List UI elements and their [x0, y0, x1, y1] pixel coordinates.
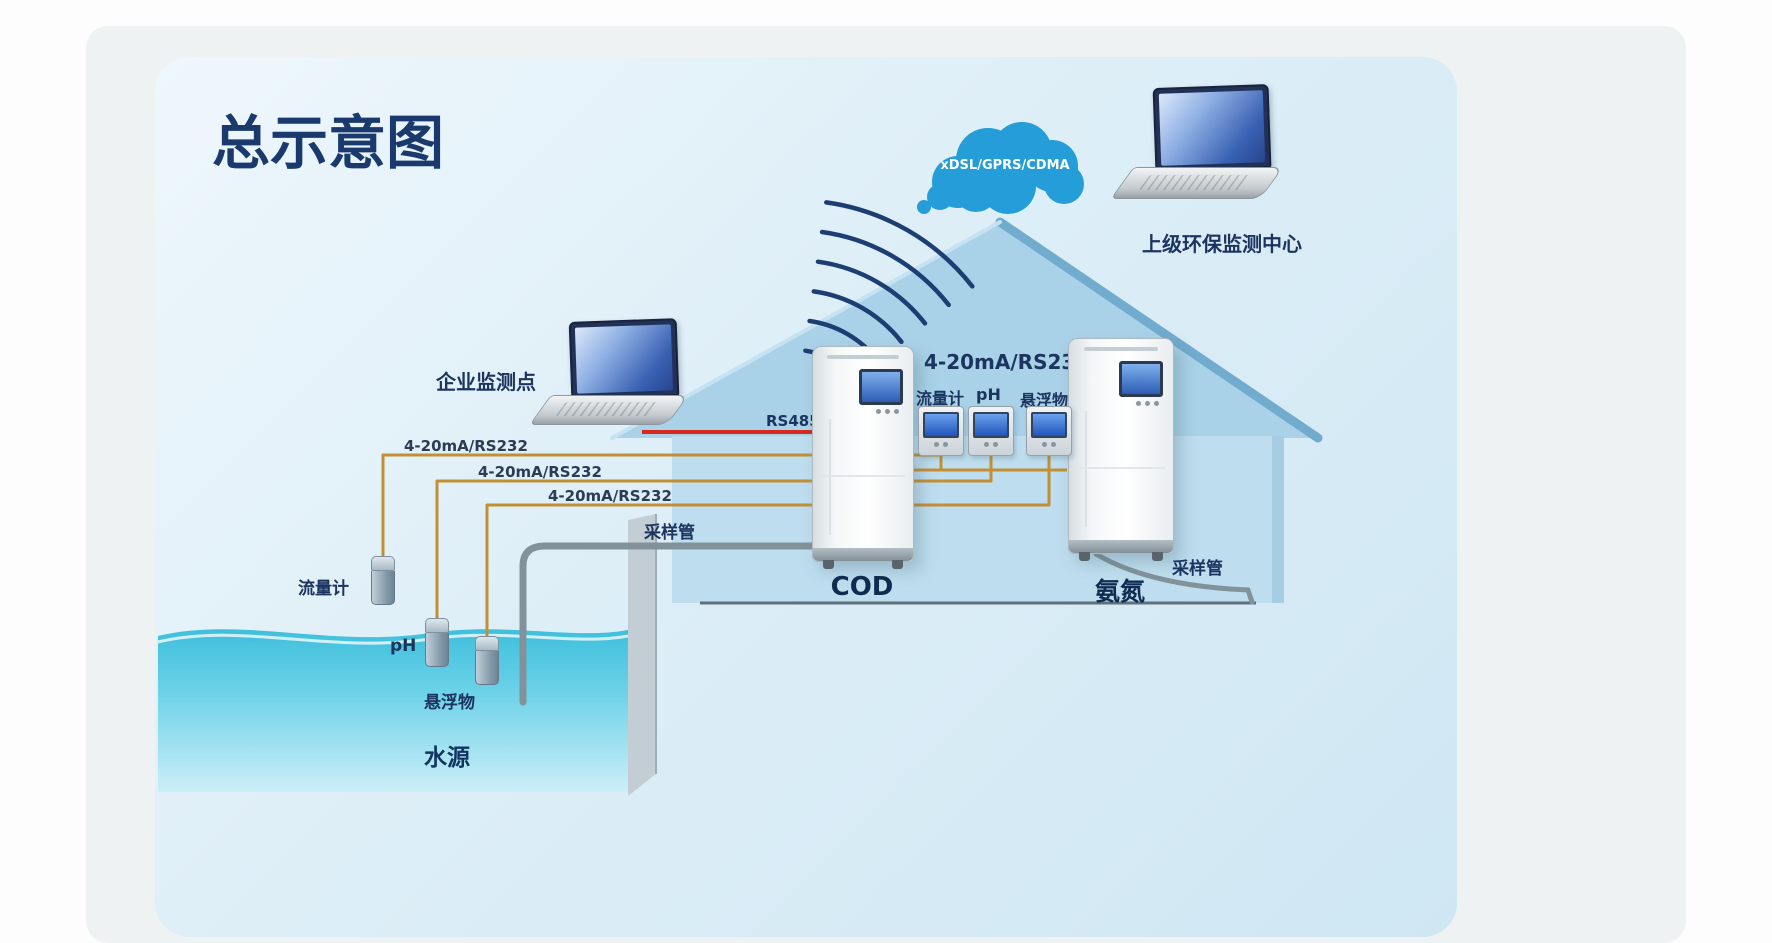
water-source-label: 水源 — [424, 745, 470, 771]
cabinet-screen — [859, 369, 903, 405]
ph-monitor-icon — [968, 406, 1014, 456]
monitor-buttons — [969, 442, 1013, 447]
cabinet-screen — [1119, 361, 1163, 397]
remote-center-label: 上级环保监测中心 — [1142, 232, 1302, 256]
sensor-cap — [425, 618, 449, 633]
monitor-buttons — [1027, 442, 1071, 447]
laptop-keys — [1138, 174, 1254, 190]
sensor-cap — [475, 636, 499, 651]
monitor-screen — [1031, 412, 1067, 438]
cabinet-buttons — [1136, 401, 1159, 406]
cabinet-foot — [892, 560, 903, 569]
laptop-screen — [568, 318, 680, 400]
cabinet-foot — [1152, 552, 1163, 561]
cabinet-vent — [1083, 347, 1159, 351]
wire-label-2: 4-20mA/RS232 — [478, 463, 602, 481]
platform-step — [628, 514, 1256, 796]
remote-laptop-icon — [1110, 84, 1284, 199]
enterprise-laptop-icon — [529, 318, 689, 425]
sensor-body — [371, 571, 395, 605]
page-title: 总示意图 — [212, 109, 445, 177]
sampling-tube-left-icon — [519, 542, 816, 706]
laptop-display — [574, 324, 674, 394]
cloud-icon — [917, 122, 1084, 214]
monitor-screen — [973, 412, 1009, 438]
cabinet-vent — [827, 355, 899, 359]
cabinet-door-seam — [1085, 411, 1087, 527]
laptop-screen — [1152, 84, 1272, 172]
cabinet-panel-seam — [1077, 467, 1165, 469]
ss-sensor-label: 悬浮物 — [424, 693, 475, 713]
ph-sensor-label: pH — [390, 636, 417, 656]
monitor-screen — [923, 412, 959, 438]
sampling-tube-right-label: 采样管 — [1172, 559, 1223, 579]
ammonia-label: 氨氮 — [1094, 577, 1145, 606]
flow-sensor-icon — [371, 556, 395, 605]
sampling-tube-right-icon — [1093, 551, 1255, 605]
cabinet-base — [813, 548, 913, 561]
ammonia-analyzer-cabinet — [1068, 338, 1174, 561]
cloud-label: xDSL/GPRS/CDMA — [940, 158, 1070, 173]
bus-label: 4-20mA/RS232 — [924, 350, 1090, 374]
ss-monitor-label: 悬浮物 — [1020, 391, 1069, 410]
wire-label-3: 4-20mA/RS232 — [548, 487, 672, 505]
ph-sensor-icon — [425, 618, 449, 667]
cabinet-foot — [1079, 552, 1090, 561]
cabinet-buttons — [876, 409, 899, 414]
sensor-cap — [371, 556, 395, 571]
ph-monitor-label: pH — [976, 385, 1001, 404]
sampling-tube-left-label: 采样管 — [644, 523, 695, 543]
rs485-label: RS485 — [766, 412, 820, 430]
cod-label: COD — [830, 572, 894, 602]
flow-monitor-icon — [918, 406, 964, 456]
laptop-keyboard — [1110, 167, 1284, 199]
enterprise-label: 企业监测点 — [436, 370, 536, 394]
laptop-keys — [555, 402, 661, 417]
flow-sensor-label: 流量计 — [298, 579, 349, 599]
cabinet-base — [1069, 540, 1173, 553]
cod-analyzer-cabinet — [812, 346, 914, 569]
laptop-keyboard — [529, 395, 689, 425]
cabinet-panel-seam — [821, 475, 905, 477]
sensor-body — [475, 651, 499, 685]
laptop-display — [1158, 90, 1266, 166]
wire-label-1: 4-20mA/RS232 — [404, 437, 528, 455]
ss-sensor-icon — [475, 636, 499, 685]
monitor-buttons — [919, 442, 963, 447]
sensor-body — [425, 633, 449, 667]
cabinet-door-seam — [829, 419, 831, 535]
ss-monitor-icon — [1026, 406, 1072, 456]
cabinet-foot — [823, 560, 834, 569]
flow-monitor-label: 流量计 — [916, 389, 965, 408]
